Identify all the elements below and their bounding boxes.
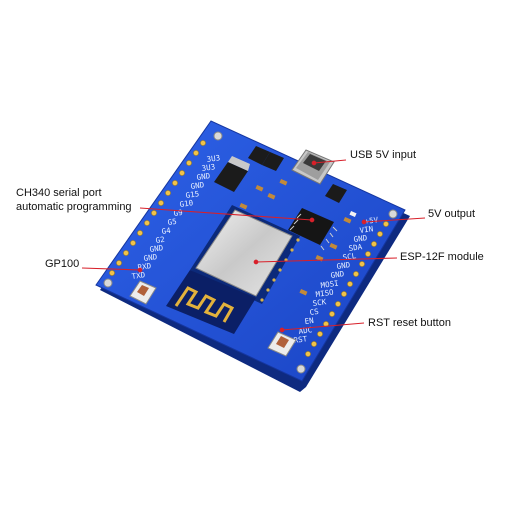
callout-usb-input: USB 5V input: [350, 148, 416, 162]
callout-rst: RST reset button: [368, 316, 451, 330]
smd-passives: [239, 178, 352, 296]
pin-label: GND: [353, 233, 368, 244]
wifi-antenna-trace: [174, 286, 235, 323]
callout-ch340-line1: CH340 serial port: [16, 187, 102, 199]
pin-label: TXD: [131, 270, 146, 281]
pin-label: SCK: [312, 297, 327, 308]
pin-label: +5V: [364, 215, 379, 226]
sot-component: [262, 152, 284, 171]
pin-label: GND: [330, 269, 345, 280]
pin-label: CS: [309, 307, 320, 317]
callout-5v-label: 5V output: [428, 208, 476, 220]
callout-rst-label: RST reset button: [368, 317, 451, 329]
micro-usb-connector: [291, 149, 335, 185]
pin-label: G9: [173, 208, 183, 218]
sot-component: [325, 184, 347, 203]
left-header-pads: [109, 140, 206, 276]
pin-label: GND: [190, 180, 205, 191]
pin-label: G2: [155, 235, 165, 245]
right-header-pads: [305, 221, 389, 357]
right-pin-labels: +5V VIN GND SDA SCL GND GND MOSI MISO SC…: [293, 215, 379, 345]
gp100-button: [129, 280, 157, 305]
callout-ch340-line2: automatic programming: [16, 201, 132, 213]
callout-gp100: GP100: [45, 257, 79, 271]
esp12f-module: [166, 205, 300, 334]
pin-label: GND: [143, 252, 158, 263]
mounting-hole: [388, 209, 398, 219]
pin-label: ADC: [298, 325, 313, 336]
pin-label: GND: [196, 171, 211, 182]
callout-5v-output: 5V output: [428, 207, 475, 221]
pin-label: RST: [293, 334, 308, 345]
mounting-hole: [213, 131, 223, 141]
pin-label: G5: [167, 217, 177, 227]
pin-label: G4: [161, 226, 172, 236]
callout-esp12f: ESP-12F module: [400, 250, 484, 264]
pin-label: EN: [304, 316, 314, 326]
mounting-hole: [296, 364, 306, 374]
leader-lines: [81, 159, 426, 333]
pin-label: 3U3: [206, 153, 221, 164]
pin-label: GND: [336, 260, 351, 271]
pin-label: SDA: [348, 242, 363, 253]
rst-button: [267, 331, 297, 357]
pin-label: VIN: [359, 224, 374, 235]
led: [349, 210, 357, 218]
callout-gp100-label: GP100: [45, 258, 80, 270]
sot-component: [248, 146, 270, 165]
voltage-regulator: [214, 156, 250, 192]
callout-esp12f-label: ESP-12F module: [400, 251, 484, 263]
pin-label: RXD: [137, 261, 152, 272]
pin-label: G15: [185, 189, 200, 200]
mounting-hole: [103, 278, 113, 288]
callout-usb-label: USB 5V input: [350, 149, 417, 161]
pin-label: 3U3: [201, 162, 216, 173]
pin-label: SCL: [342, 251, 357, 262]
pin-label: MOSI: [320, 279, 339, 290]
pin-label: G10: [179, 198, 194, 209]
left-pin-labels: 3U3 3U3 GND GND G15 G10 G9 G5 G4 G2 GND …: [131, 153, 221, 281]
pin-label: GND: [149, 243, 164, 254]
pin-label: MISO: [315, 287, 335, 298]
callout-ch340: CH340 serial port automatic programming: [16, 186, 132, 214]
